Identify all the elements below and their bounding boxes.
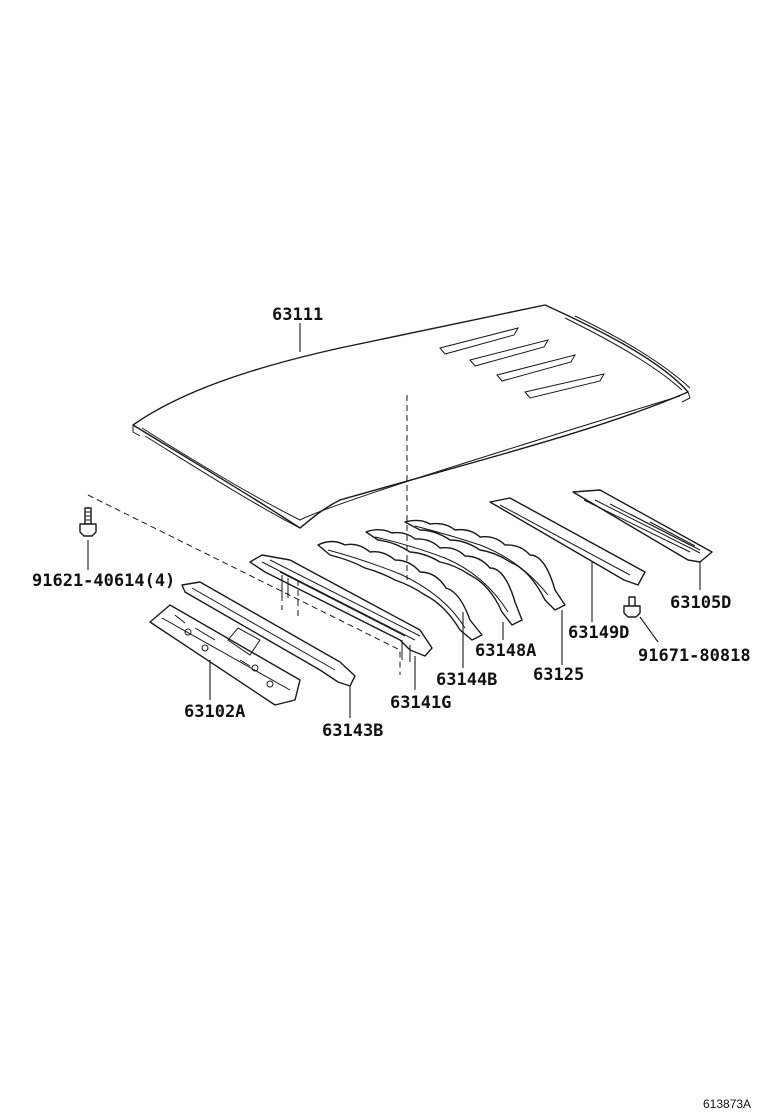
bolt-91671[interactable] xyxy=(623,596,641,618)
alignment-lines xyxy=(87,395,408,675)
label-91671-80818[interactable]: 91671-80818 xyxy=(638,646,751,666)
label-63148A[interactable]: 63148A xyxy=(475,641,536,661)
label-63125[interactable]: 63125 xyxy=(533,665,584,685)
part-63149D[interactable] xyxy=(489,497,646,586)
part-63105D[interactable] xyxy=(572,489,713,563)
label-63141G[interactable]: 63141G xyxy=(390,693,451,713)
part-63141G[interactable] xyxy=(249,554,433,662)
label-91621-40614[interactable]: 91621-40614(4) xyxy=(32,571,175,591)
drawing-reference: 613873A xyxy=(703,1097,751,1111)
part-63125[interactable] xyxy=(404,519,566,611)
bolt-91621[interactable] xyxy=(79,507,97,537)
label-63149D[interactable]: 63149D xyxy=(568,623,629,643)
label-63143B[interactable]: 63143B xyxy=(322,721,383,741)
leader-lines xyxy=(87,323,701,718)
part-63144B[interactable] xyxy=(317,540,483,641)
part-63148A[interactable] xyxy=(365,529,523,626)
part-labels: 63111 91621-40614(4) 63105D 91671-80818 … xyxy=(32,305,751,741)
roof-panel[interactable] xyxy=(132,304,691,529)
label-63102A[interactable]: 63102A xyxy=(184,702,245,722)
part-63102A[interactable] xyxy=(149,604,301,706)
label-63111[interactable]: 63111 xyxy=(272,305,323,325)
label-63105D[interactable]: 63105D xyxy=(670,593,731,613)
label-63144B[interactable]: 63144B xyxy=(436,670,497,690)
